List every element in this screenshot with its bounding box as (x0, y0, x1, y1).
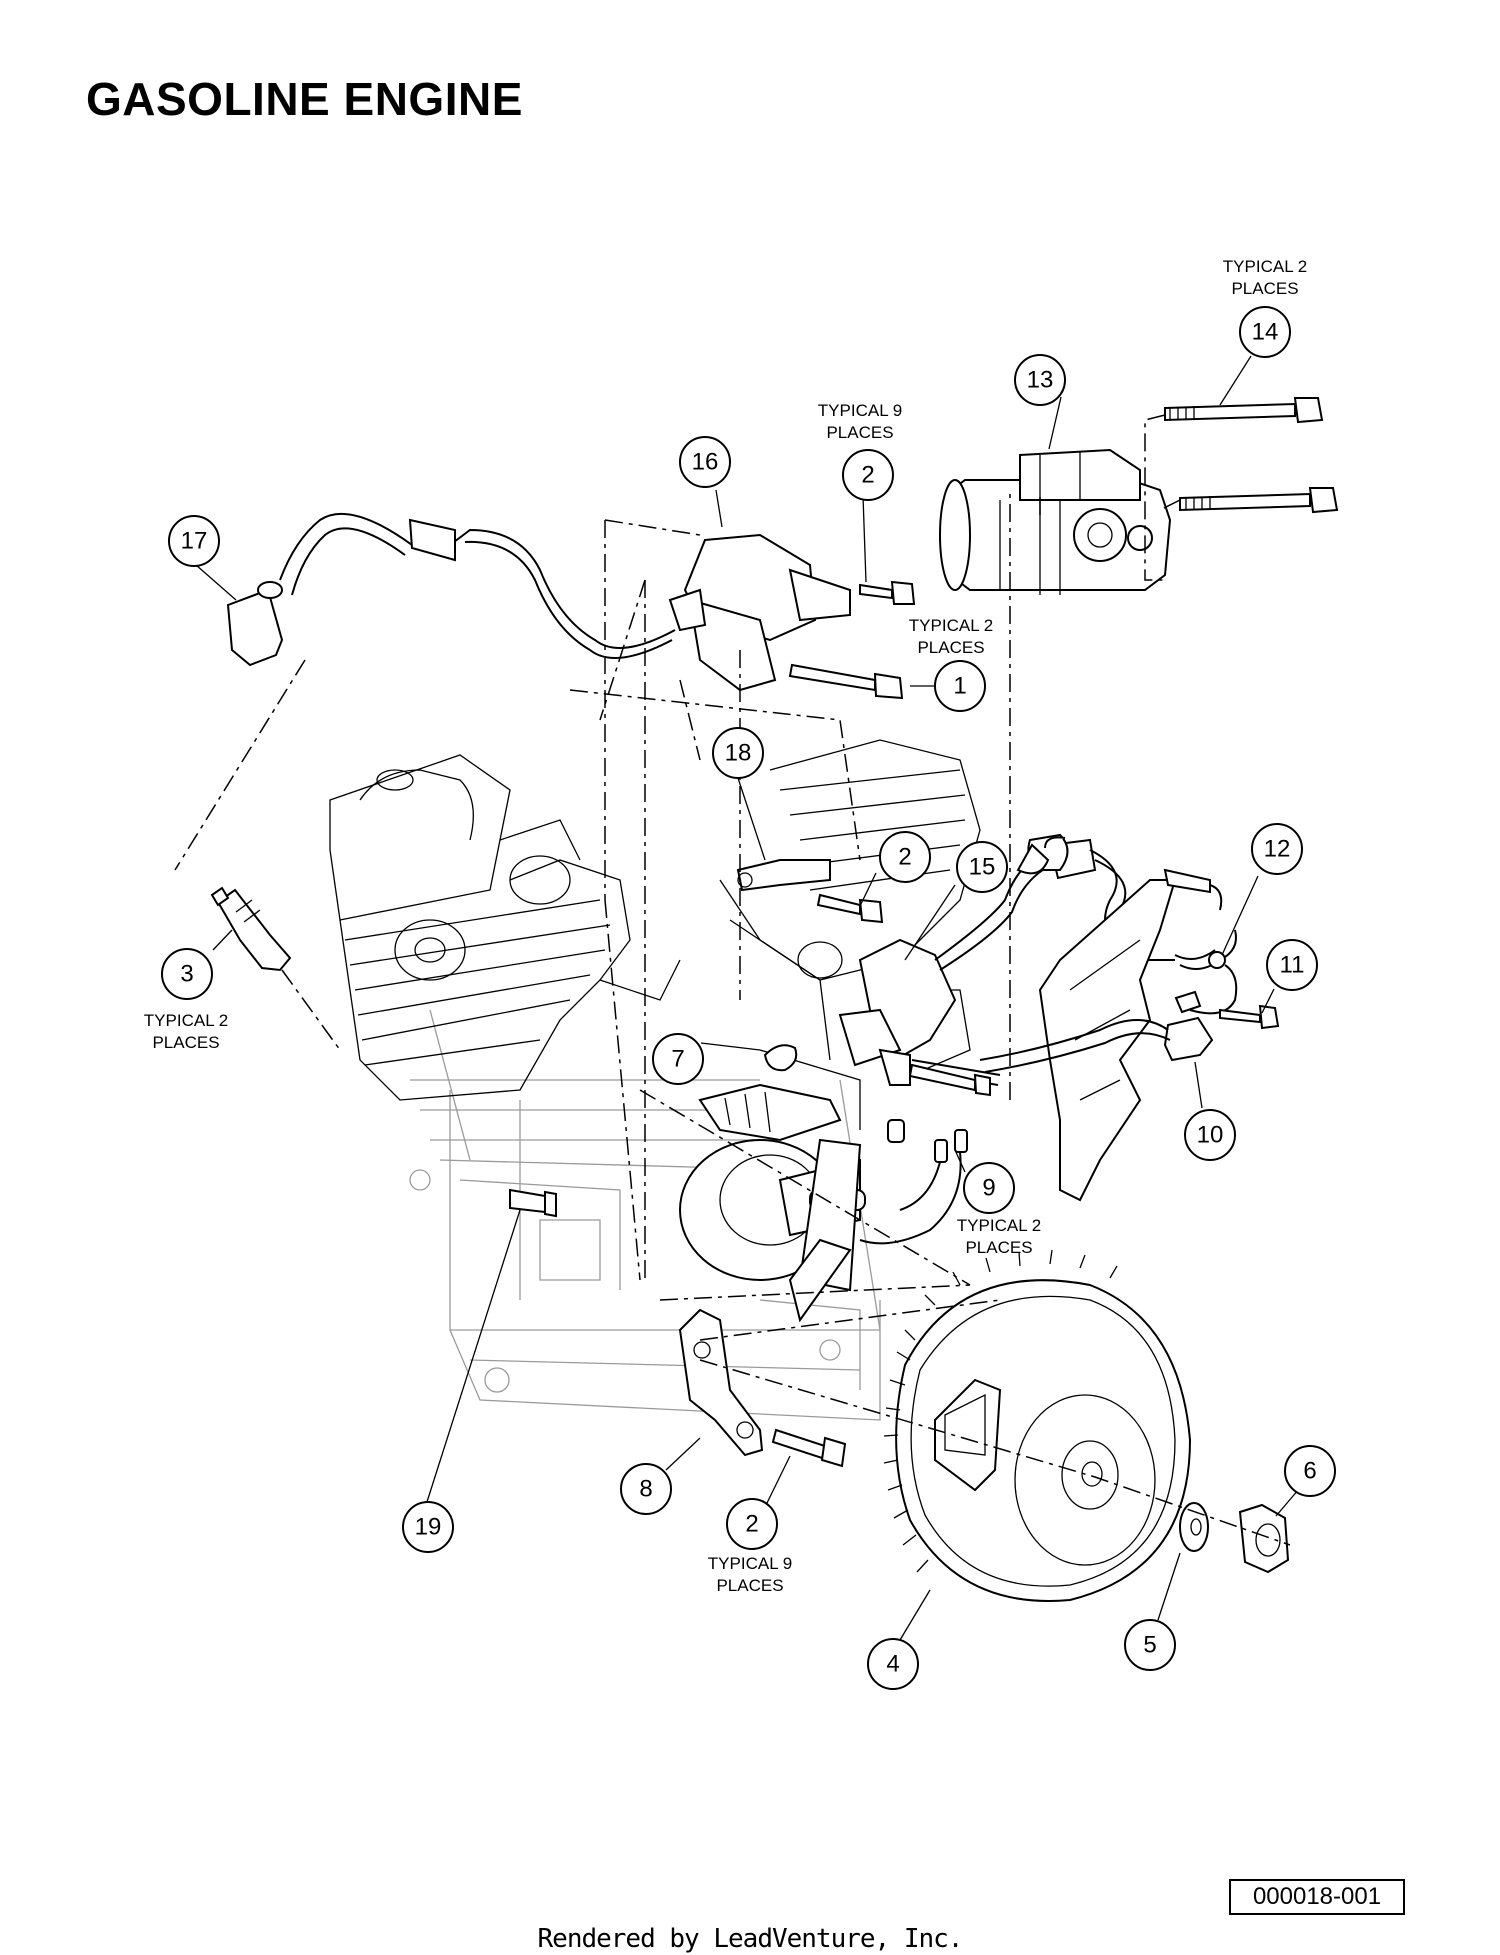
svg-text:5: 5 (1143, 1632, 1156, 1659)
svg-text:PLACES: PLACES (965, 1238, 1032, 1257)
callout-13: 13 (1014, 354, 1066, 406)
callout-14: 14 (1239, 306, 1291, 358)
svg-text:TYPICAL 2: TYPICAL 2 (144, 1011, 228, 1030)
svg-text:TYPICAL 9: TYPICAL 9 (818, 401, 902, 420)
svg-text:4: 4 (886, 1651, 899, 1678)
svg-text:8: 8 (639, 1476, 652, 1503)
flywheel (883, 1249, 1192, 1602)
callout-5: 5 (1124, 1619, 1176, 1671)
engine-block-drawing (409, 1009, 881, 1421)
svg-text:9: 9 (982, 1175, 995, 1202)
ignition-coil-upper (668, 533, 851, 692)
starter-motor (938, 448, 1172, 595)
callout-4: 4 (867, 1638, 919, 1690)
svg-text:18: 18 (725, 740, 752, 767)
callout-19: 19 (402, 1501, 454, 1553)
callout-2-bottom: 2 (726, 1498, 778, 1550)
svg-text:1: 1 (953, 673, 966, 700)
note-typical-2-bolt-1: TYPICAL 2 PLACES (909, 616, 993, 657)
note-typical-9-top: TYPICAL 9 PLACES (818, 401, 902, 442)
svg-text:2: 2 (745, 1511, 758, 1538)
svg-text:6: 6 (1303, 1458, 1316, 1485)
svg-text:19: 19 (415, 1514, 442, 1541)
callout-6: 6 (1284, 1445, 1336, 1497)
note-typical-9-bottom: TYPICAL 9 PLACES (708, 1554, 792, 1595)
callout-8: 8 (620, 1463, 672, 1515)
pickup-bracket (678, 1308, 764, 1457)
svg-text:TYPICAL 2: TYPICAL 2 (1223, 257, 1307, 276)
svg-text:15: 15 (969, 854, 996, 881)
svg-text:TYPICAL 2: TYPICAL 2 (957, 1216, 1041, 1235)
left-cylinder-head (329, 754, 681, 1101)
callout-1: 1 (934, 660, 986, 712)
callout-12: 12 (1251, 823, 1303, 875)
callout-11: 11 (1266, 939, 1318, 991)
assembly-lines (174, 414, 1291, 1546)
note-typical-2-terminals: TYPICAL 2 PLACES (957, 1216, 1041, 1257)
ignition-coil-lower (838, 833, 1175, 1086)
svg-text:13: 13 (1027, 367, 1054, 394)
credit-line: Rendered by LeadVenture, Inc. (537, 1924, 964, 1954)
svg-text:11: 11 (1280, 952, 1305, 979)
callout-7: 7 (652, 1033, 704, 1085)
svg-text:PLACES: PLACES (826, 423, 893, 442)
callout-18: 18 (712, 727, 764, 779)
spark-plug-lead (210, 512, 676, 972)
svg-text:PLACES: PLACES (1231, 279, 1298, 298)
callouts: 1 2 2 2 3 4 5 6 7 8 9 10 11 12 13 14 15 … (161, 306, 1336, 1690)
callout-2-top: 2 (842, 449, 894, 501)
callout-15: 15 (956, 841, 1008, 893)
svg-text:2: 2 (861, 462, 874, 489)
callout-17: 17 (168, 515, 220, 567)
svg-text:14: 14 (1252, 319, 1279, 346)
bolts (509, 580, 991, 1468)
notes: TYPICAL 2 PLACES TYPICAL 9 PLACES TYPICA… (144, 257, 1307, 1595)
svg-text:PLACES: PLACES (716, 1576, 783, 1595)
starter-bolts (1164, 397, 1339, 514)
callout-10: 10 (1184, 1109, 1236, 1161)
svg-text:17: 17 (181, 528, 208, 555)
svg-text:3: 3 (180, 961, 193, 988)
callout-9: 9 (963, 1162, 1015, 1214)
drawing-reference-number: 000018-001 (1229, 1879, 1405, 1915)
stator-assembly (679, 1083, 866, 1323)
svg-text:12: 12 (1264, 836, 1291, 863)
svg-text:10: 10 (1197, 1122, 1224, 1149)
svg-text:16: 16 (692, 449, 719, 476)
svg-text:2: 2 (898, 844, 911, 871)
callout-3: 3 (161, 948, 213, 1000)
callout-2-middle: 2 (879, 831, 931, 883)
note-typical-2-spark-plug: TYPICAL 2 PLACES (144, 1011, 228, 1052)
svg-text:PLACES: PLACES (917, 638, 984, 657)
svg-text:PLACES: PLACES (152, 1033, 219, 1052)
note-typical-2-starter-bolts: TYPICAL 2 PLACES (1223, 257, 1307, 298)
svg-text:7: 7 (671, 1046, 684, 1073)
washer-and-nut (1179, 1502, 1290, 1574)
svg-text:TYPICAL 9: TYPICAL 9 (708, 1554, 792, 1573)
svg-text:TYPICAL 2: TYPICAL 2 (909, 616, 993, 635)
callout-16: 16 (679, 436, 731, 488)
leader-lines (195, 355, 1300, 1641)
wiring-bracket (979, 868, 1280, 1202)
page-title: GASOLINE ENGINE (86, 73, 523, 125)
